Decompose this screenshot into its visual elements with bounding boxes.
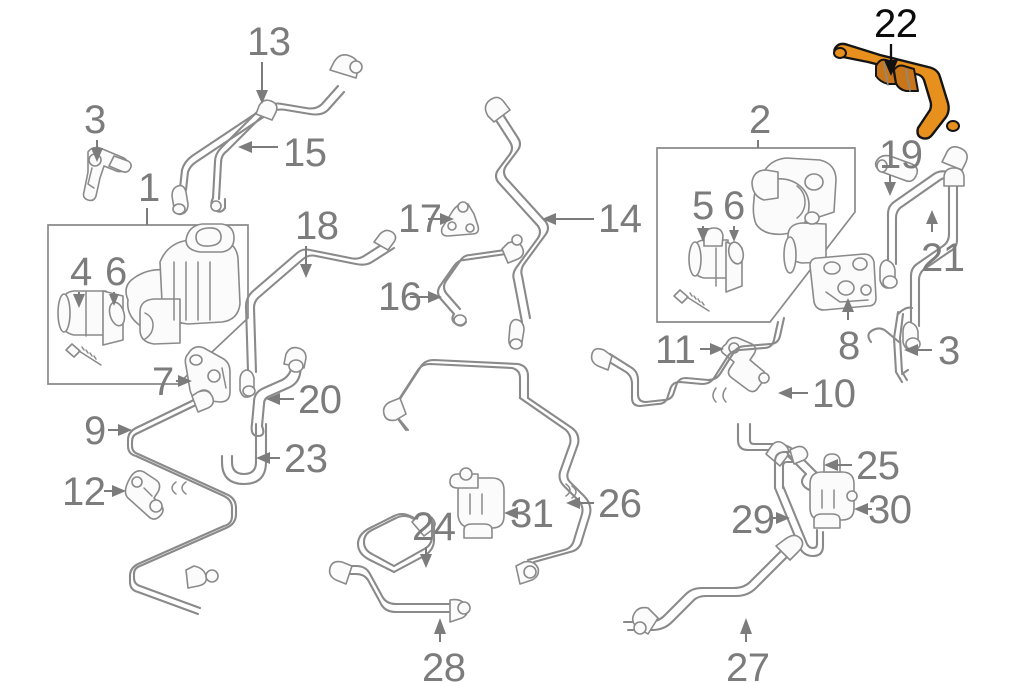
callout-number-28: 28	[422, 646, 466, 683]
callout-number-18: 18	[295, 204, 339, 248]
callout-number-27: 27	[726, 646, 770, 683]
part-18-coolant-line	[239, 229, 397, 398]
part-13-coolant-line	[171, 54, 363, 216]
callout-number-12: 12	[62, 470, 106, 514]
part-16-vacuum-line	[436, 234, 525, 327]
callout-number-29: 29	[731, 498, 775, 542]
part-29-vacuum-hose	[773, 445, 825, 558]
part-turbocharger-right	[673, 157, 837, 312]
callout-number-21: 21	[921, 236, 965, 280]
callout-number-15: 15	[283, 131, 327, 175]
part-turbocharger-left	[57, 223, 241, 366]
callout-number-3: 3	[84, 98, 106, 142]
callout-leaders	[73, 44, 938, 642]
callout-number-6: 6	[105, 250, 127, 294]
callout-number-24: 24	[412, 505, 456, 549]
callout-number-30: 30	[868, 488, 912, 532]
callout-number-23: 23	[284, 437, 328, 481]
part-15-coolant-line	[210, 99, 278, 213]
callout-number-20: 20	[298, 378, 342, 422]
callout-number-4: 4	[70, 250, 92, 294]
callout-number-14: 14	[598, 197, 642, 241]
part-8-heat-shield	[809, 253, 877, 311]
bolt-icon-right	[673, 289, 710, 312]
callout-number-10: 10	[812, 372, 856, 416]
bolt-icon	[65, 343, 102, 366]
part-9-coolant-line	[126, 389, 238, 616]
callout-number-26: 26	[598, 482, 642, 526]
callout-number-5: 5	[692, 184, 714, 228]
callout-number-13: 13	[247, 20, 291, 64]
callout-number-1: 1	[138, 166, 160, 210]
callout-number-17: 17	[398, 197, 442, 241]
callout-number-7: 7	[152, 360, 174, 404]
callout-number-11: 11	[655, 328, 696, 372]
part-21-oil-line	[874, 154, 965, 351]
part-3-bracket-right	[867, 306, 914, 384]
callout-number-16: 16	[378, 275, 422, 319]
part-23-hose	[220, 422, 268, 486]
part-14-oil-feed-line	[484, 96, 550, 350]
callout-number-3: 3	[938, 329, 960, 373]
part-28-vacuum-line	[328, 560, 471, 623]
callout-number-9: 9	[84, 409, 106, 453]
part-12-connector	[124, 470, 164, 520]
part-27-vacuum-line	[622, 534, 804, 635]
part-31-solenoid-valve	[449, 467, 505, 539]
callout-number-2: 2	[749, 98, 771, 142]
callout-number-22: 22	[874, 2, 918, 46]
callout-number-25: 25	[856, 444, 900, 488]
part-24-vacuum-hose	[356, 512, 436, 574]
part-17-bracket	[440, 201, 480, 237]
part-20-hose	[250, 346, 307, 438]
part-3-bracket-left	[82, 146, 132, 202]
callout-number-8: 8	[838, 324, 860, 368]
callout-number-6: 6	[723, 184, 745, 228]
callout-number-31: 31	[510, 492, 554, 536]
part-10-oil-return-line	[590, 316, 786, 408]
part-7-mounting-bracket	[184, 346, 231, 403]
part-26-vacuum-line	[382, 358, 592, 585]
part-22-highlighted-hose	[833, 42, 960, 140]
callout-number-19: 19	[879, 133, 923, 177]
